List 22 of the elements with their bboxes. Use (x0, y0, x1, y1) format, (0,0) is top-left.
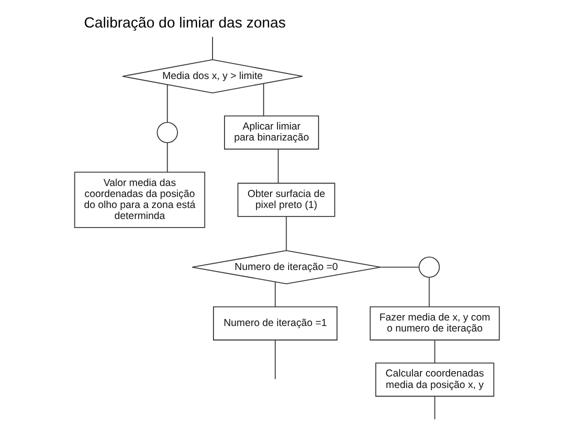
node-box: Obter surfacia de pixel preto (1) (236, 182, 335, 217)
connector (262, 83, 264, 116)
connector (379, 266, 419, 268)
node-box: Aplicar limiar para binarização (224, 116, 319, 150)
node-box: Fazer media de x, y com o numero de iteração (369, 306, 500, 340)
connector (428, 277, 430, 307)
node-box: Valor media das coordenadas da posição do olho para a zona está determinda (74, 172, 205, 228)
node-diamond: Media dos x, y > limite (122, 59, 302, 94)
connector (274, 282, 276, 308)
connector (285, 216, 286, 251)
node-diamond: Numero de iteração =0 (191, 250, 380, 284)
connector (277, 148, 278, 184)
connector (434, 396, 435, 420)
node-box: Calcular coordenadas media da posição x, y (374, 362, 494, 397)
connector (166, 142, 168, 173)
node-circle (418, 256, 440, 278)
connector (166, 84, 168, 123)
node-box: Numero de iteração =1 (212, 306, 337, 340)
node-circle (156, 122, 178, 144)
connector (434, 340, 435, 364)
connector (274, 340, 276, 380)
diagram-title: Calibração do limiar das zonas (84, 15, 286, 32)
